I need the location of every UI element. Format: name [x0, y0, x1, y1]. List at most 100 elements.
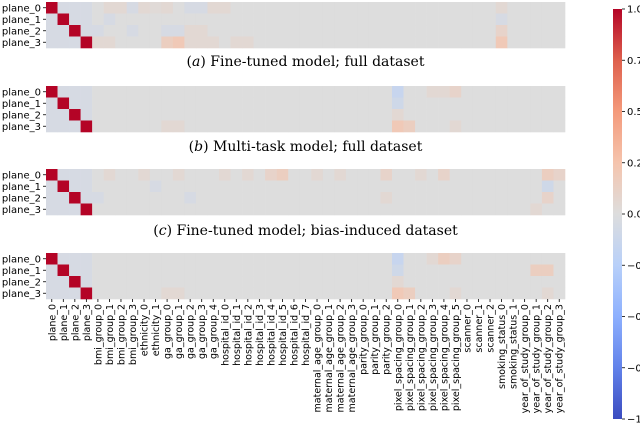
heatmap-cell — [46, 264, 58, 277]
heatmap-cell — [392, 36, 404, 49]
heatmap-cell — [461, 97, 474, 110]
heatmap-cell — [195, 203, 208, 216]
heatmap-cell — [495, 253, 508, 265]
x-tick-label: pixel_spacing_group_4 — [439, 304, 450, 411]
heatmap-cell — [530, 97, 543, 110]
heatmap-cell — [472, 192, 485, 204]
heatmap-cell — [103, 253, 116, 265]
heatmap-cell — [92, 86, 104, 98]
x-tick-label: ga_group_1 — [174, 304, 185, 359]
heatmap-cell — [207, 25, 220, 37]
heatmap-cell — [518, 253, 531, 265]
heatmap-cell — [472, 203, 485, 216]
panel-caption: (c) Fine-tuned model; bias-induced datas… — [153, 223, 458, 239]
heatmap-cell — [438, 169, 450, 181]
heatmap-cell — [507, 192, 520, 204]
heatmap-cell — [172, 2, 185, 14]
heatmap-cell — [288, 253, 301, 265]
heatmap-cell — [299, 203, 312, 216]
heatmap-cell — [276, 169, 289, 181]
x-tick-label: ga_group_4 — [209, 304, 220, 359]
heatmap-cell — [276, 264, 289, 277]
x-tick-label: maternal_age_group_2 — [336, 304, 347, 412]
heatmap-cell — [265, 86, 277, 98]
heatmap-cell — [426, 287, 439, 300]
heatmap-cell — [46, 36, 58, 49]
heatmap-cell — [69, 192, 81, 204]
heatmap-cell — [311, 264, 324, 277]
heatmap-cell — [507, 169, 520, 181]
heatmap-cell — [415, 36, 427, 49]
heatmap-cell — [219, 203, 231, 216]
heatmap-cell — [495, 180, 508, 193]
heatmap-cell — [368, 276, 381, 288]
x-tick-label: pixel_spacing_group_1 — [405, 304, 416, 411]
heatmap-cell — [449, 180, 462, 193]
heatmap-cell — [415, 192, 427, 204]
heatmap-cell — [392, 192, 404, 204]
x-tick-label: maternal_age_group_0 — [313, 304, 324, 412]
heatmap-cell — [495, 276, 508, 288]
heatmap-cell — [230, 86, 243, 98]
heatmap-cell — [230, 253, 243, 265]
heatmap-cell — [541, 180, 554, 193]
heatmap-cell — [103, 36, 116, 49]
heatmap-cell — [276, 287, 289, 300]
heatmap-cell — [115, 36, 128, 49]
heatmap-cell — [403, 2, 416, 14]
heatmap-cell — [518, 203, 531, 216]
heatmap-cell — [530, 192, 543, 204]
heatmap-cell — [80, 192, 93, 204]
heatmap-cell — [92, 109, 104, 121]
y-tick-label: plane_3 — [2, 289, 41, 300]
heatmap-cell — [484, 180, 497, 193]
heatmap-cell — [541, 86, 554, 98]
heatmap-cell — [345, 2, 358, 14]
heatmap-cell — [541, 253, 554, 265]
heatmap-cell — [172, 276, 185, 288]
heatmap-cell — [69, 2, 81, 14]
heatmap-cell — [92, 180, 104, 193]
heatmap-cell — [57, 287, 70, 300]
heatmap-cell — [449, 276, 462, 288]
heatmap-cell — [253, 180, 266, 193]
heatmap-cell — [415, 169, 427, 181]
heatmap-cell — [126, 276, 139, 288]
heatmap-cell — [472, 25, 485, 37]
heatmap-cell — [46, 97, 58, 110]
heatmap-cell — [311, 25, 324, 37]
heatmap-cell — [149, 109, 162, 121]
heatmap-cell — [161, 120, 174, 133]
heatmap-cell — [449, 86, 462, 98]
heatmap-cell — [242, 120, 254, 133]
heatmap-cell — [322, 120, 335, 133]
heatmap-cell — [92, 264, 104, 277]
heatmap-cell — [449, 287, 462, 300]
heatmap-cell — [403, 25, 416, 37]
heatmap-cell — [57, 120, 70, 133]
x-tick-label: hospital_id_0 — [220, 304, 231, 366]
heatmap-cell — [253, 13, 266, 26]
heatmap-cell — [299, 120, 312, 133]
heatmap-cell — [368, 192, 381, 204]
heatmap-cell — [126, 109, 139, 121]
x-tick-label: year_of_study_group_3 — [555, 304, 566, 413]
heatmap-cell — [357, 25, 370, 37]
heatmap-cell — [230, 97, 243, 110]
heatmap-cell — [195, 253, 208, 265]
heatmap-cell — [357, 109, 370, 121]
heatmap-cell — [553, 13, 566, 26]
heatmap-cell — [172, 203, 185, 216]
heatmap-cell — [553, 120, 566, 133]
heatmap-cell — [345, 180, 358, 193]
heatmap-cell — [357, 169, 370, 181]
heatmap-cell — [415, 253, 427, 265]
heatmap-cell — [207, 13, 220, 26]
heatmap-cell — [288, 180, 301, 193]
heatmap-cell — [242, 169, 254, 181]
heatmap-cell — [380, 2, 393, 14]
heatmap-cell — [368, 264, 381, 277]
heatmap-cell — [149, 86, 162, 98]
heatmap-cell — [415, 86, 427, 98]
